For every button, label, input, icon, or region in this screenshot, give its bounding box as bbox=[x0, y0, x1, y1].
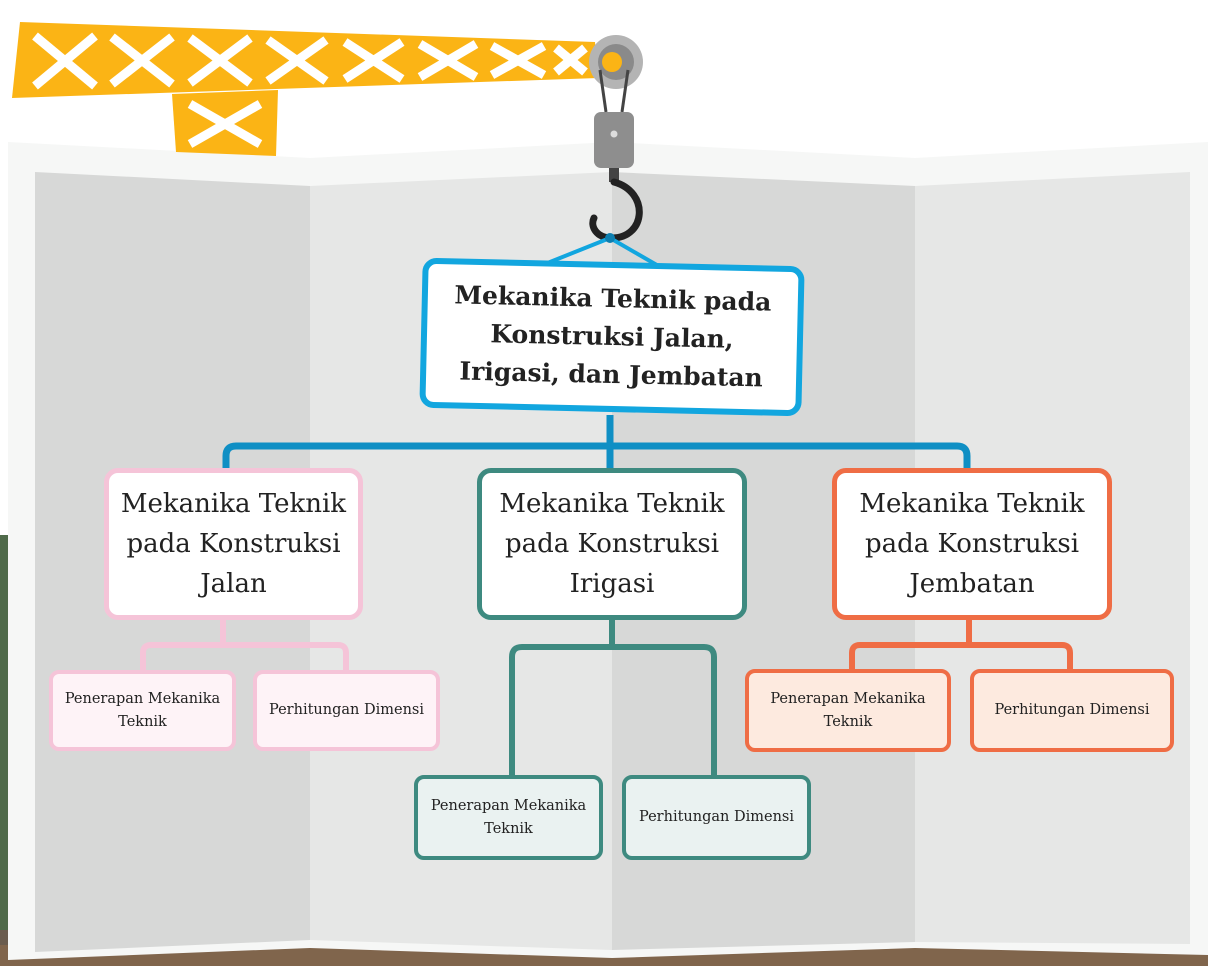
jembatan-child-penerapan-label: Penerapan Mekanika Teknik bbox=[770, 690, 926, 730]
root-connectors bbox=[222, 415, 971, 470]
branch-irigasi: Mekanika Teknik pada Konstruksi Irigasi bbox=[477, 468, 747, 620]
jembatan-connectors bbox=[849, 619, 1073, 671]
irigasi-child-penerapan-label: Penerapan Mekanika Teknik bbox=[430, 797, 587, 837]
jalan-connectors bbox=[140, 619, 349, 671]
irigasi-connectors bbox=[509, 619, 717, 776]
jalan-child-perhitungan-label: Perhitungan Dimensi bbox=[269, 702, 424, 718]
branch-jalan-label: Mekanika Teknik pada Konstruksi Jalan bbox=[120, 489, 347, 599]
jembatan-child-perhitungan: Perhitungan Dimensi bbox=[970, 669, 1174, 752]
root-label: Mekanika Teknik pada Konstruksi Jalan, I… bbox=[454, 280, 772, 393]
jalan-child-perhitungan: Perhitungan Dimensi bbox=[253, 670, 440, 751]
irigasi-child-perhitungan-label: Perhitungan Dimensi bbox=[639, 809, 794, 825]
branch-jembatan-label: Mekanika Teknik pada Konstruksi Jembatan bbox=[859, 489, 1085, 599]
branch-irigasi-label: Mekanika Teknik pada Konstruksi Irigasi bbox=[499, 489, 725, 599]
irigasi-child-perhitungan: Perhitungan Dimensi bbox=[622, 775, 811, 860]
jembatan-child-penerapan: Penerapan Mekanika Teknik bbox=[745, 669, 951, 752]
branch-jalan: Mekanika Teknik pada Konstruksi Jalan bbox=[104, 468, 363, 620]
jalan-child-penerapan: Penerapan Mekanika Teknik bbox=[49, 670, 236, 751]
root-node: Mekanika Teknik pada Konstruksi Jalan, I… bbox=[419, 257, 805, 417]
crane-icon bbox=[12, 22, 663, 270]
jembatan-child-perhitungan-label: Perhitungan Dimensi bbox=[994, 702, 1150, 718]
branch-jembatan: Mekanika Teknik pada Konstruksi Jembatan bbox=[832, 468, 1112, 620]
jalan-child-penerapan-label: Penerapan Mekanika Teknik bbox=[64, 690, 221, 730]
irigasi-child-penerapan: Penerapan Mekanika Teknik bbox=[414, 775, 603, 860]
